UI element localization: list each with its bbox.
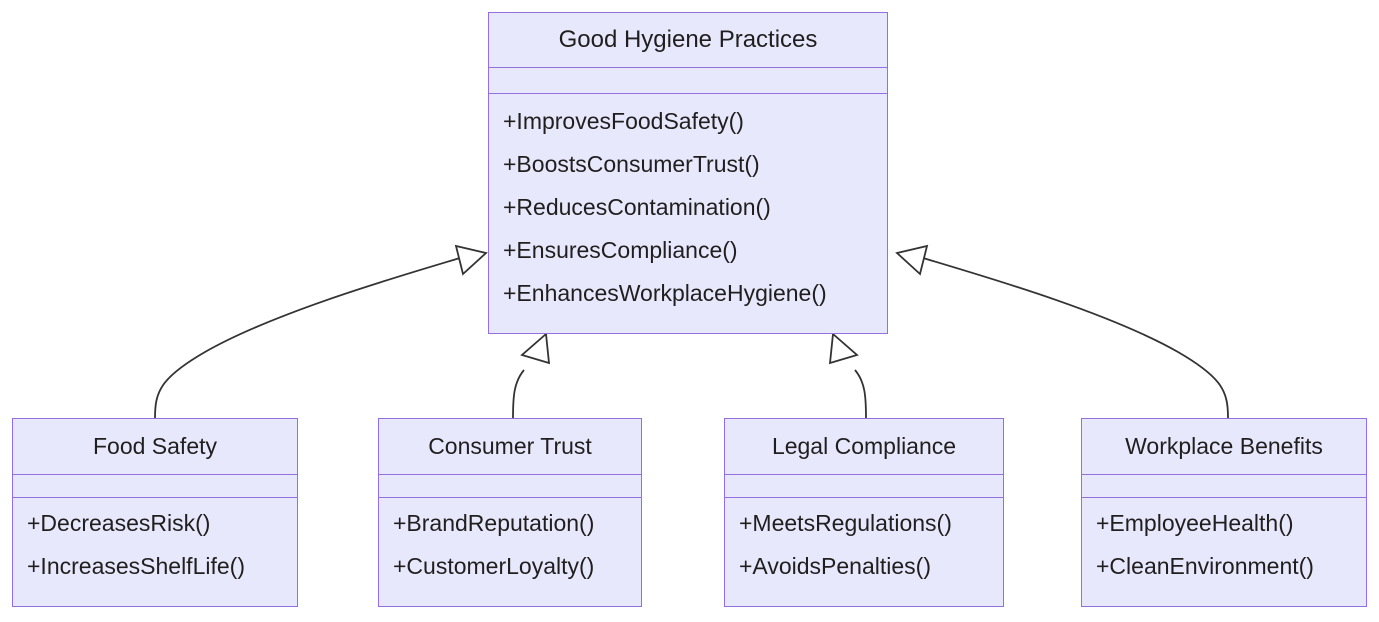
edge-consumer-trust	[512, 369, 525, 419]
class-method: +MeetsRegulations()	[739, 510, 952, 536]
class-title: Good Hygiene Practices	[489, 13, 887, 69]
edge-food-safety	[154, 257, 461, 419]
class-title: Workplace Benefits	[1082, 419, 1366, 475]
class-box-food-safety[interactable]: Food Safety +DecreasesRisk() +IncreasesS…	[12, 418, 298, 607]
class-method: +EnsuresCompliance()	[503, 237, 738, 263]
arrowhead-consumer-trust	[520, 332, 551, 365]
class-method: +DecreasesRisk()	[27, 510, 211, 536]
class-methods-compartment: +ImprovesFoodSafety() +BoostsConsumerTru…	[489, 94, 887, 333]
class-method: +ImprovesFoodSafety()	[503, 108, 744, 134]
class-method: +ReducesContamination()	[503, 194, 771, 220]
arrowhead-legal-compliance	[828, 332, 859, 365]
class-method: +EmployeeHealth()	[1096, 510, 1294, 536]
class-methods-compartment: +BrandReputation() +CustomerLoyalty()	[379, 498, 641, 606]
class-title: Consumer Trust	[379, 419, 641, 475]
arrowhead-food-safety	[454, 244, 488, 276]
class-attributes-compartment	[489, 68, 887, 94]
class-box-legal-compliance[interactable]: Legal Compliance +MeetsRegulations() +Av…	[724, 418, 1004, 607]
class-method: +IncreasesShelfLife()	[27, 553, 245, 579]
class-method: +BoostsConsumerTrust()	[503, 151, 760, 177]
class-attributes-compartment	[379, 474, 641, 498]
class-attributes-compartment	[13, 474, 297, 498]
edge-legal-compliance	[854, 369, 867, 419]
class-attributes-compartment	[725, 474, 1003, 498]
class-title: Legal Compliance	[725, 419, 1003, 475]
class-attributes-compartment	[1082, 474, 1366, 498]
class-method: +EnhancesWorkplaceHygiene()	[503, 280, 827, 306]
class-methods-compartment: +MeetsRegulations() +AvoidsPenalties()	[725, 498, 1003, 606]
class-methods-compartment: +DecreasesRisk() +IncreasesShelfLife()	[13, 498, 297, 606]
class-method: +CustomerLoyalty()	[393, 553, 595, 579]
class-method: +CleanEnvironment()	[1096, 553, 1314, 579]
class-box-workplace-benefits[interactable]: Workplace Benefits +EmployeeHealth() +Cl…	[1081, 418, 1367, 607]
class-title: Food Safety	[13, 419, 297, 475]
class-box-consumer-trust[interactable]: Consumer Trust +BrandReputation() +Custo…	[378, 418, 642, 607]
arrowhead-workplace-benefits	[895, 244, 929, 276]
edge-workplace-benefits	[922, 257, 1229, 419]
class-methods-compartment: +EmployeeHealth() +CleanEnvironment()	[1082, 498, 1366, 606]
class-box-good-hygiene-practices[interactable]: Good Hygiene Practices +ImprovesFoodSafe…	[488, 12, 888, 334]
class-method: +BrandReputation()	[393, 510, 595, 536]
class-method: +AvoidsPenalties()	[739, 553, 931, 579]
